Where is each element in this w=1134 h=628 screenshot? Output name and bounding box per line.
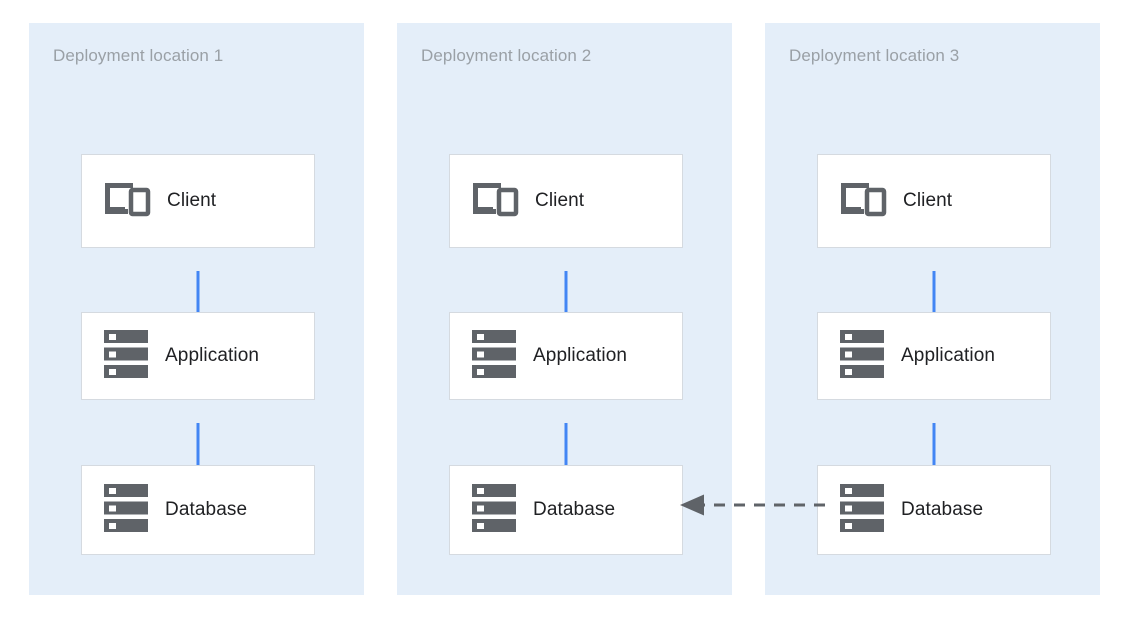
devices-icon bbox=[103, 179, 151, 224]
node-database[interactable]: Database bbox=[81, 465, 315, 555]
node-application[interactable]: Application bbox=[817, 312, 1051, 400]
panel-title: Deployment location 2 bbox=[421, 46, 592, 65]
panel-title: Deployment location 1 bbox=[53, 46, 224, 65]
node-label: Client bbox=[903, 190, 953, 211]
node-label: Application bbox=[901, 345, 996, 366]
deployment-location-2-panel: Deployment location 2 Client bbox=[397, 23, 732, 595]
node-client[interactable]: Client bbox=[817, 154, 1051, 248]
node-application[interactable]: Application bbox=[449, 312, 683, 400]
node-application[interactable]: Application bbox=[81, 312, 315, 400]
devices-icon bbox=[471, 179, 519, 224]
server-icon bbox=[471, 482, 517, 539]
server-icon bbox=[103, 482, 149, 539]
node-label: Client bbox=[167, 190, 217, 211]
node-label: Database bbox=[533, 499, 616, 520]
panel-title: Deployment location 3 bbox=[789, 46, 960, 65]
server-icon bbox=[103, 328, 149, 385]
node-client[interactable]: Client bbox=[81, 154, 315, 248]
devices-icon bbox=[839, 179, 887, 224]
node-label: Database bbox=[901, 499, 984, 520]
node-label: Client bbox=[535, 190, 585, 211]
node-label: Application bbox=[165, 345, 260, 366]
deployment-location-3-panel: Deployment location 3 Client bbox=[765, 23, 1100, 595]
node-database[interactable]: Database bbox=[817, 465, 1051, 555]
server-icon bbox=[471, 328, 517, 385]
node-label: Application bbox=[533, 345, 628, 366]
server-icon bbox=[839, 328, 885, 385]
node-label: Database bbox=[165, 499, 248, 520]
deployment-location-1-panel: Deployment location 1 Client bbox=[29, 23, 364, 595]
node-database[interactable]: Database bbox=[449, 465, 683, 555]
server-icon bbox=[839, 482, 885, 539]
node-client[interactable]: Client bbox=[449, 154, 683, 248]
replication-connector-db3-to-db2 bbox=[680, 494, 825, 516]
